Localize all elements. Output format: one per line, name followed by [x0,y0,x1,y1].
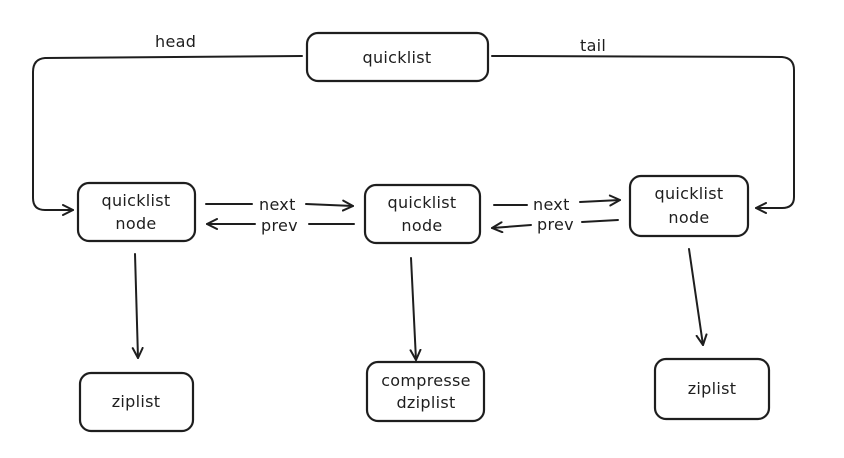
quicklist-node-1-line2: node [115,214,156,233]
ziplist-box-2: ziplist [653,357,771,421]
ziplist-box-1: ziplist [78,371,195,433]
tail-edge [491,55,795,214]
quicklist-node-3: quicklist node [628,174,750,238]
quicklist-node-1-line1: quicklist [101,191,170,210]
compressed-ziplist-line1: compresse [381,371,471,390]
prev-label-2: prev [537,215,574,234]
quicklist-node-2-line2: node [401,216,442,235]
head-label: head [155,32,196,51]
next-edge-1 [205,204,353,206]
ziplist-label-1: ziplist [112,392,161,411]
quicklist-box: quicklist [305,31,490,83]
quicklist-label: quicklist [362,48,431,67]
ziplist-label-2: ziplist [688,379,737,398]
next-edge-2 [493,200,620,205]
next-label-2: next [533,195,570,214]
compressed-ziplist-line2: dziplist [396,393,455,412]
quicklist-node-3-line2: node [668,208,709,227]
prev-label-1: prev [261,216,298,235]
head-edge [32,55,303,216]
prev-edge-2 [492,220,619,228]
tail-label: tail [580,36,606,55]
quicklist-node-2-line1: quicklist [387,193,456,212]
quicklist-node-1: quicklist node [76,181,197,243]
next-label-1: next [259,195,296,214]
node-2-to-list-arrow [409,257,422,361]
quicklist-node-2: quicklist node [363,183,482,245]
node-3-to-list-arrow [688,248,708,346]
compressed-ziplist-box: compresse dziplist [365,360,486,423]
node-1-to-list-arrow [131,253,144,359]
quicklist-node-3-line1: quicklist [654,184,723,203]
